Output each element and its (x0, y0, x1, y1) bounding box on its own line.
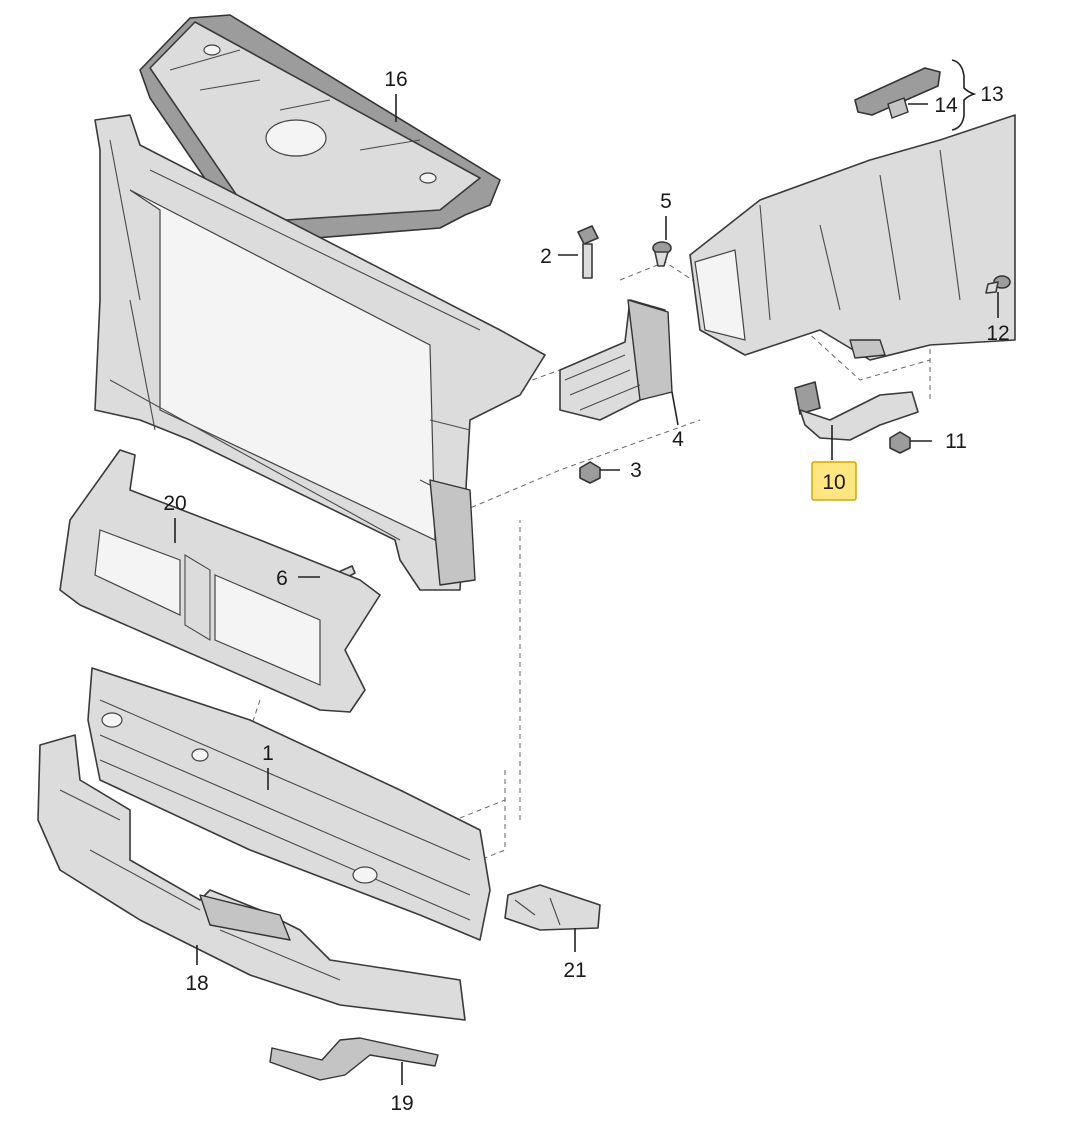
callout-3: 3 (630, 459, 642, 482)
callout-13: 13 (980, 83, 1003, 106)
callout-1: 1 (262, 742, 274, 765)
leader-lines (174, 59, 999, 1085)
lock-carrier-frame (94, 114, 546, 591)
callout-11: 11 (945, 430, 967, 453)
part-1-bumper-beam (87, 667, 491, 941)
part-19-trim-strip (269, 1037, 439, 1081)
part-11-nut (889, 431, 911, 454)
part-4-crash-box (559, 299, 673, 421)
callout-16: 16 (384, 68, 407, 91)
callout-20: 20 (163, 492, 186, 515)
part-12-screw (985, 275, 1011, 294)
part-3-nut (579, 461, 601, 484)
part-16-upper-cover (139, 14, 501, 243)
callout-6: 6 (276, 567, 288, 590)
callout-21: 21 (563, 959, 586, 982)
part-10-bracket (794, 381, 919, 441)
part-13-clip (854, 67, 941, 119)
highlight-box-10 (811, 461, 857, 501)
part-2-bolt (577, 225, 599, 279)
callouts: 16 2 5 4 3 6 20 1 18 21 19 11 12 14 13 1… (163, 68, 1009, 1115)
callout-12: 12 (986, 322, 1009, 345)
longitudinal-member (689, 114, 1016, 361)
callout-19: 19 (390, 1092, 413, 1115)
callout-10: 10 (822, 471, 845, 494)
callout-18: 18 (185, 972, 208, 995)
part-21-guide (504, 884, 601, 931)
part-18-energy-absorber (37, 734, 466, 1021)
part-5-screw (652, 241, 672, 267)
callout-4: 4 (672, 428, 684, 451)
callout-5: 5 (660, 190, 672, 213)
part-20-air-guide-frame (59, 449, 381, 713)
callout-14: 14 (934, 94, 958, 117)
callout-2: 2 (540, 245, 552, 268)
